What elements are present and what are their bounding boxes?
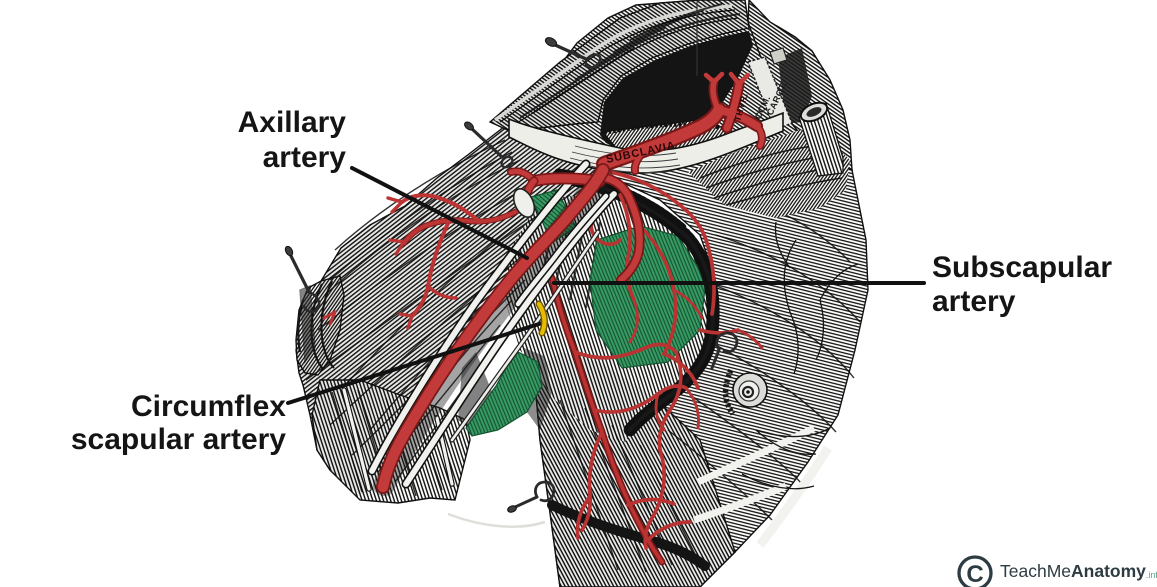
svg-text:C: C	[966, 561, 983, 587]
svg-text:artery: artery	[932, 285, 1016, 318]
svg-text:Axillary: Axillary	[238, 106, 347, 139]
svg-text:scapular artery: scapular artery	[71, 423, 286, 456]
svg-text:TeachMeAnatomy.info: TeachMeAnatomy.info	[1000, 561, 1157, 581]
svg-text:Circumflex: Circumflex	[131, 390, 286, 423]
svg-text:Subscapular: Subscapular	[932, 251, 1112, 284]
svg-text:artery: artery	[263, 141, 347, 174]
